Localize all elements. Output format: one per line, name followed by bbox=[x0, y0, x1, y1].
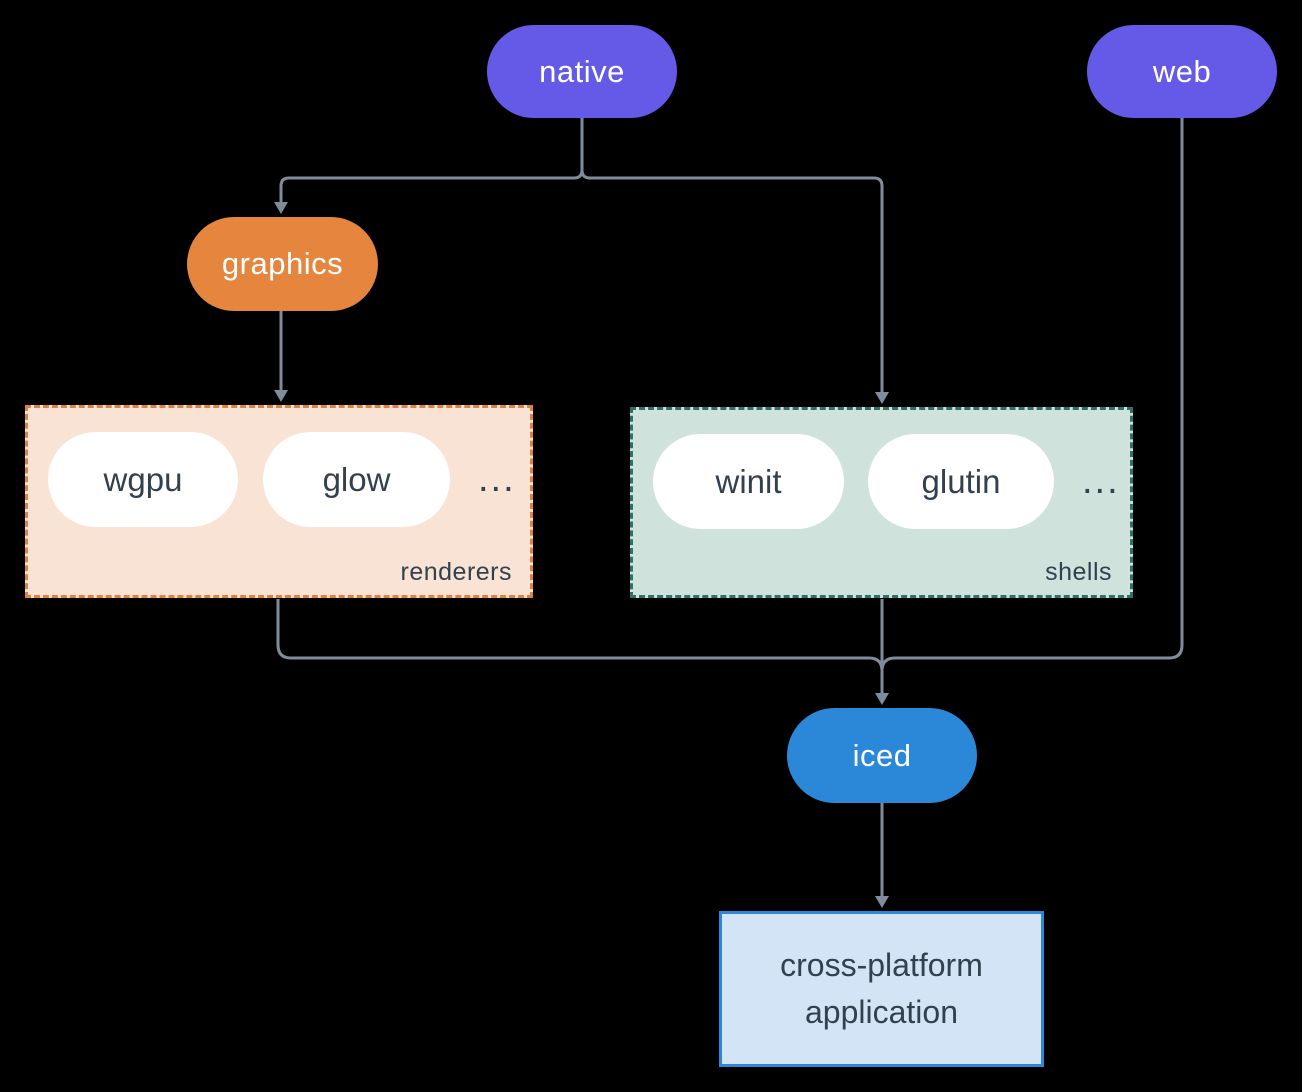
node-glutin: glutin bbox=[868, 434, 1054, 529]
node-native: native bbox=[487, 25, 677, 118]
node-application: cross-platform application bbox=[719, 911, 1044, 1067]
renderers-ellipsis: ... bbox=[478, 458, 516, 500]
arrowhead-into-renderers bbox=[274, 390, 288, 402]
node-native-label: native bbox=[539, 53, 625, 89]
group-shells: winit glutin ... shells bbox=[630, 407, 1133, 598]
edge-native-to-graphics bbox=[279, 118, 584, 202]
renderers-group-label: renderers bbox=[400, 558, 512, 586]
node-wgpu-label: wgpu bbox=[103, 460, 183, 498]
node-iced: iced bbox=[787, 708, 977, 803]
node-application-label-line2: application bbox=[805, 994, 958, 1030]
renderers-items-row: wgpu glow ... bbox=[48, 432, 516, 527]
edge-renderers-to-iced bbox=[276, 599, 884, 693]
node-glutin-label: glutin bbox=[921, 462, 1001, 500]
edge-native-to-shells bbox=[580, 118, 884, 392]
node-web-label: web bbox=[1152, 53, 1212, 89]
arrowhead-into-graphics bbox=[274, 202, 288, 214]
arrowhead-into-application bbox=[875, 896, 889, 908]
group-renderers: wgpu glow ... renderers bbox=[25, 405, 533, 598]
node-wgpu: wgpu bbox=[48, 432, 238, 527]
node-glow: glow bbox=[263, 432, 450, 527]
node-application-label-line1: cross-platform bbox=[780, 947, 983, 983]
shells-items-row: winit glutin ... bbox=[653, 434, 1120, 529]
node-iced-label: iced bbox=[852, 737, 912, 773]
arrowhead-into-shells bbox=[875, 392, 889, 404]
node-winit-label: winit bbox=[715, 462, 782, 500]
arrowhead-into-iced bbox=[875, 693, 889, 705]
shells-group-label: shells bbox=[1045, 558, 1112, 586]
node-glow-label: glow bbox=[322, 460, 391, 498]
node-web: web bbox=[1087, 25, 1277, 118]
shells-ellipsis: ... bbox=[1082, 460, 1120, 502]
node-graphics: graphics bbox=[187, 217, 378, 311]
node-winit: winit bbox=[653, 434, 844, 529]
node-graphics-label: graphics bbox=[221, 246, 344, 281]
